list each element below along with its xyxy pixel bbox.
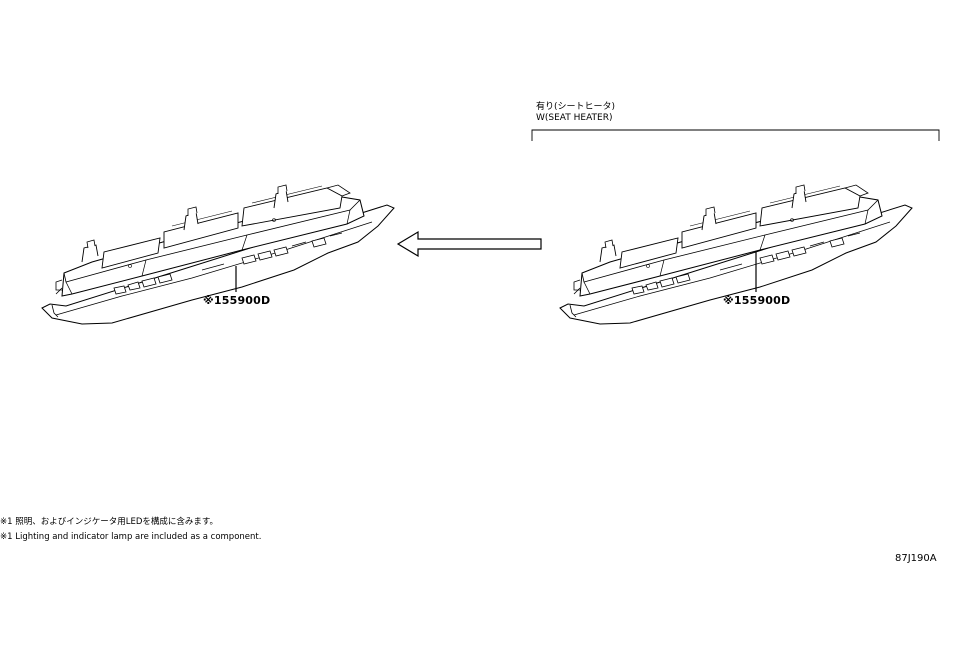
footnote-en: ※1 Lighting and indicator lamp are inclu… [0, 532, 262, 542]
part-number-right: ※155900D [723, 294, 791, 307]
variant-label-en: W(SEAT HEATER) [536, 113, 613, 123]
footnote-jp: ※1 照明、およびインジケータ用LEDを構成に含みます。 [0, 517, 219, 527]
variant-label-jp: 有り(シートヒータ) [536, 102, 616, 112]
part-number-left: ※155900D [203, 294, 271, 307]
arrow-left-icon [396, 230, 542, 258]
figure-number: 87J190A [895, 553, 937, 564]
variant-bracket [531, 129, 940, 141]
